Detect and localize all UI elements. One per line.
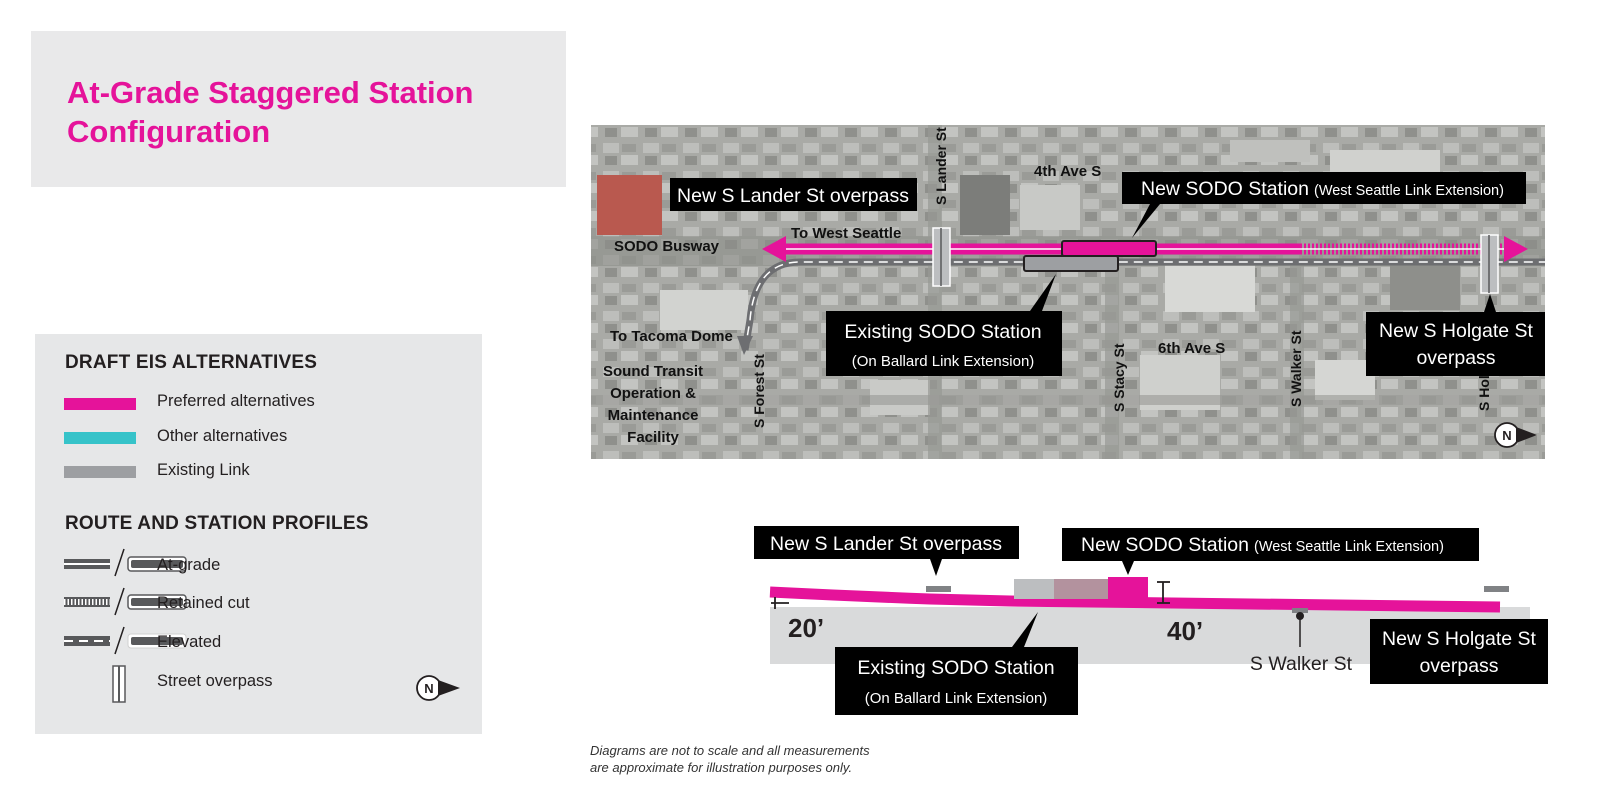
elevated-icon: [64, 626, 187, 655]
holgate-overpass-marker: [1480, 234, 1499, 294]
legend-profile-icons: N: [64, 548, 460, 703]
retained-cut-icon: [64, 587, 187, 616]
legend-label-other: Other alternatives: [157, 427, 288, 445]
svg-text:(On Ballard Link Extension): (On Ballard Link Extension): [852, 353, 1035, 370]
svg-text:Existing SODO Station: Existing SODO Station: [857, 657, 1054, 679]
lander-st-label: S Lander St: [933, 127, 949, 205]
west-arrow-icon: [762, 236, 786, 262]
page-title: At-Grade Staggered Station Configuration: [67, 73, 474, 151]
existing-swatch: [64, 466, 136, 478]
legend-heading-alternatives: DRAFT EIS ALTERNATIVES: [65, 352, 318, 373]
profile-existing-station-a: [1014, 579, 1054, 599]
svg-text:New SODO Station(West Seattle: New SODO Station(West Seattle Link Exten…: [1141, 178, 1504, 200]
legend-label-preferred: Preferred alternatives: [157, 392, 315, 410]
profile-track: [769, 586, 1501, 613]
legend-panel: DRAFT EIS ALTERNATIVES Preferred alterna…: [35, 334, 482, 734]
east-arrow-icon: [1504, 236, 1528, 262]
profile-existing-station-b: [1054, 579, 1108, 599]
svg-text:overpass: overpass: [1416, 347, 1495, 369]
preferred-swatch: [64, 398, 136, 410]
street-overpass-icon: [112, 665, 126, 703]
new-station-marker: [1061, 240, 1157, 257]
disclaimer-note: Diagrams are not to scale and all measur…: [590, 743, 870, 775]
stacy-st-label: S Stacy St: [1111, 343, 1127, 412]
walker-st-label: S Walker St: [1288, 330, 1304, 407]
depth-marker-20: [771, 597, 789, 609]
svg-text:Maintenance: Maintenance: [608, 407, 699, 424]
map-callout-existing-station: Existing SODO Station (On Ballard Link E…: [826, 274, 1062, 376]
at-grade-icon: [64, 548, 187, 577]
existing-station-marker: [1023, 255, 1119, 272]
depth-marker-40: [1157, 581, 1170, 604]
svg-text:New SODO Station(West Seattle: New SODO Station(West Seattle Link Exten…: [1081, 534, 1444, 556]
lander-overpass-marker: [932, 227, 951, 287]
profile-lander-overpass: [926, 586, 951, 592]
legend-label-elevated: Elevated: [157, 633, 222, 651]
to-west-seattle-label: To West Seattle: [791, 225, 901, 242]
profile-callout-lander: New S Lander St overpass: [754, 526, 1019, 576]
profile-callout-holgate: New S Holgate St overpass: [1370, 619, 1548, 684]
profile-callout-new-station: New SODO Station(West Seattle Link Exten…: [1062, 528, 1479, 575]
legend-label-street-overpass: Street overpass: [157, 672, 273, 690]
svg-text:Existing SODO Station: Existing SODO Station: [844, 321, 1041, 343]
map-callout-holgate: New S Holgate St overpass: [1366, 294, 1545, 376]
svg-text:New S Holgate St: New S Holgate St: [1382, 628, 1536, 650]
profile-diagram: 20’ 40’ S Walker St New S Lander St over…: [754, 526, 1548, 715]
4th-ave-label: 4th Ave S: [1034, 163, 1101, 180]
legend-label-at-grade: At-grade: [157, 556, 221, 574]
svg-text:N: N: [1502, 428, 1511, 443]
svg-text:overpass: overpass: [1419, 655, 1498, 677]
holgate-st-label: S Hol: [1476, 375, 1492, 411]
preferred-route: [762, 236, 1528, 272]
title-line-1: At-Grade Staggered Station: [67, 75, 474, 110]
title-box: At-Grade Staggered Station Configuration: [31, 31, 566, 187]
svg-text:Facility: Facility: [627, 429, 679, 446]
legend-heading-profiles: ROUTE AND STATION PROFILES: [65, 513, 369, 534]
legend-north-label: N: [424, 681, 433, 696]
map-callout-new-station: New SODO Station(West Seattle Link Exten…: [1122, 172, 1526, 238]
svg-text:(On Ballard Link Extension): (On Ballard Link Extension): [865, 690, 1048, 707]
legend-label-retained-cut: Retained cut: [157, 594, 250, 612]
svg-text:New S Lander St overpass: New S Lander St overpass: [770, 533, 1002, 555]
6th-ave-label: 6th Ave S: [1158, 340, 1225, 357]
map-labels: To West Seattle SODO Busway To Tacoma Do…: [603, 127, 1492, 446]
sodo-busway-label: SODO Busway: [614, 238, 720, 255]
map-callout-lander: New S Lander St overpass: [670, 178, 917, 211]
map-north-arrow-icon: N: [1494, 422, 1537, 448]
other-swatch: [64, 432, 136, 444]
profile-callout-existing-station: Existing SODO Station (On Ballard Link E…: [835, 612, 1078, 715]
title-line-2: Configuration: [67, 114, 271, 149]
svg-text:New S Holgate St: New S Holgate St: [1379, 320, 1533, 342]
existing-link-route: [737, 258, 1545, 355]
depth-40-label: 40’: [1167, 616, 1203, 646]
profile-walker-label: S Walker St: [1250, 653, 1353, 675]
svg-text:Operation &: Operation &: [610, 385, 696, 402]
forest-st-label: S Forest St: [751, 354, 767, 428]
depth-20-label: 20’: [788, 613, 824, 643]
svg-text:Sound Transit: Sound Transit: [603, 363, 703, 380]
to-tacoma-label: To Tacoma Dome: [610, 328, 733, 345]
svg-text:New S Lander St overpass: New S Lander St overpass: [677, 185, 909, 207]
north-arrow-icon: N: [416, 675, 460, 701]
profile-new-station: [1108, 577, 1148, 599]
profile-holgate-overpass: [1484, 586, 1509, 592]
legend-label-existing: Existing Link: [157, 461, 250, 479]
